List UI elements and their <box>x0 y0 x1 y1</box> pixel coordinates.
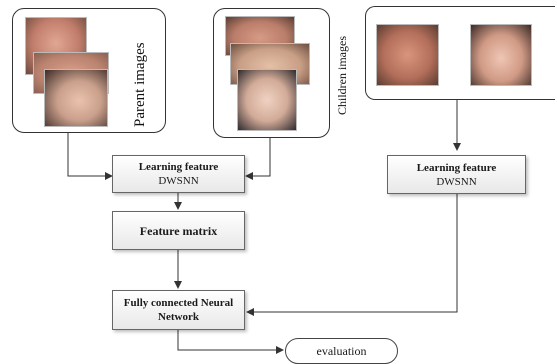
learning-feature-right-title: Learning feature <box>416 161 497 174</box>
learning-feature-left-sub: DWSNN <box>158 175 199 187</box>
evaluation-label: evaluation <box>316 343 367 358</box>
evaluation-node: evaluation <box>285 338 398 364</box>
learning-feature-left-title: Learning feature <box>138 161 219 173</box>
learning-feature-box-left: Learning feature DWSNN <box>112 155 245 193</box>
arrow-learning-right-to-fc <box>246 194 458 316</box>
feature-matrix-label: Feature matrix <box>139 223 218 238</box>
pair-face-child <box>470 24 532 86</box>
children-images-panel: Children images <box>213 8 349 138</box>
fc-nn-line1: Fully connected Neural <box>123 297 234 309</box>
feature-matrix-box: Feature matrix <box>112 211 245 250</box>
pair-face-father <box>376 24 439 86</box>
arrow-fc-to-evaluation <box>177 330 284 354</box>
arrow-children-to-learning <box>245 137 271 180</box>
arrow-parent-to-learning <box>67 132 113 180</box>
parent-face-3 <box>44 69 108 127</box>
fc-nn-line2: Network <box>158 311 199 323</box>
parent-images-label: Parent images <box>132 42 148 127</box>
fully-connected-nn-box: Fully connected Neural Network <box>112 290 245 330</box>
parent-images-panel: Parent images <box>12 8 166 133</box>
children-face-3 <box>237 69 297 131</box>
children-images-label: Children images <box>335 36 349 115</box>
face-pair-panel <box>365 6 555 100</box>
learning-feature-box-right: Learning feature DWSNN <box>387 155 526 194</box>
learning-feature-right-sub: DWSNN <box>436 175 477 188</box>
